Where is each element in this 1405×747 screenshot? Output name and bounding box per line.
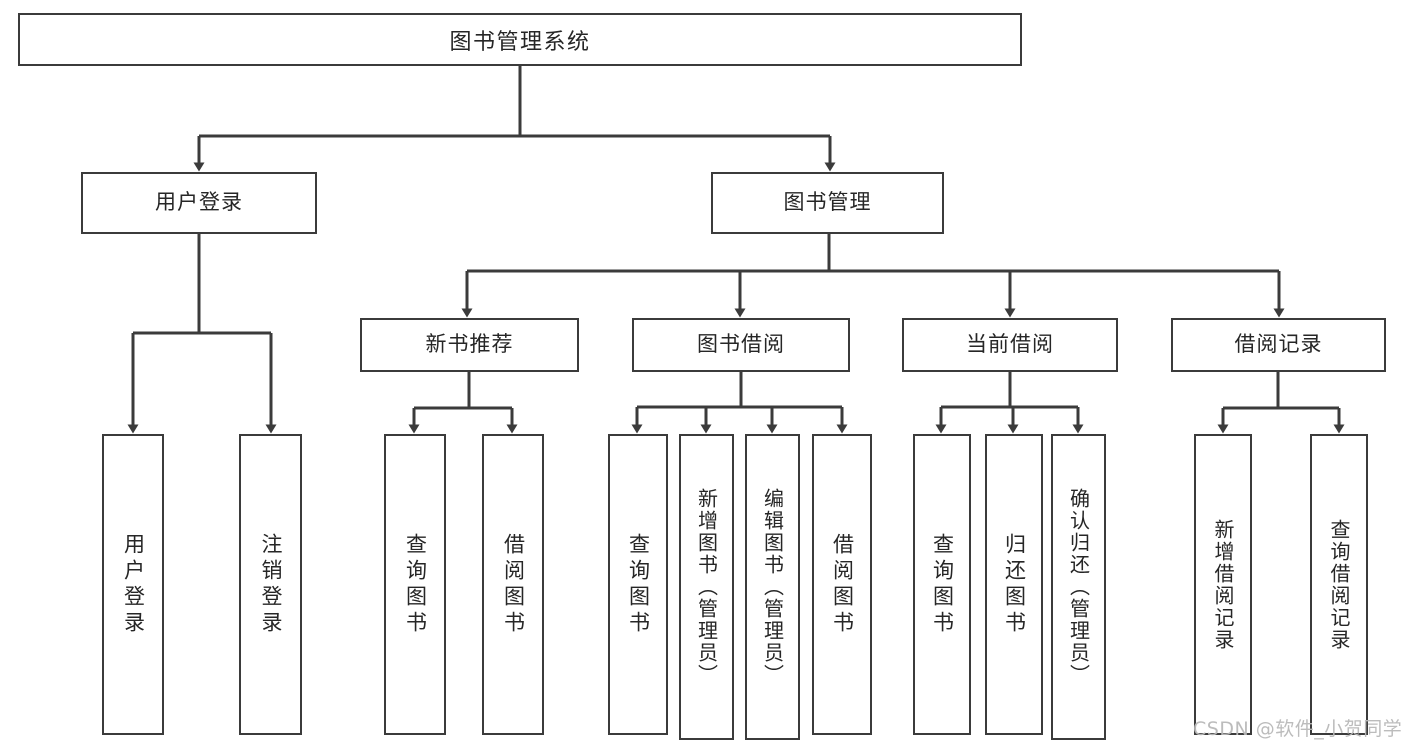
- node-leaf-borrow-book-rec[interactable]: 借阅图书: [482, 434, 544, 735]
- node-new-book-recommend-label: 新书推荐: [425, 332, 514, 357]
- node-leaf-query-book-cur[interactable]: 查询图书: [913, 434, 971, 735]
- node-leaf-query-borrow-record[interactable]: 查询借阅记录: [1310, 434, 1368, 735]
- node-leaf-user-logout[interactable]: 注销登录: [239, 434, 302, 735]
- node-leaf-user-logout-label: 注销登录: [259, 532, 283, 637]
- node-leaf-query-book-cur-label: 查询图书: [930, 532, 955, 637]
- node-leaf-return-book[interactable]: 归还图书: [985, 434, 1043, 735]
- node-current-borrow-label: 当前借阅: [966, 332, 1054, 357]
- node-leaf-add-borrow-record[interactable]: 新增借阅记录: [1194, 434, 1252, 735]
- node-leaf-edit-book-admin-label: 编辑图书（管理员）: [760, 488, 785, 686]
- node-leaf-add-book-admin-label: 新增图书（管理员）: [694, 488, 719, 686]
- node-borrow-record[interactable]: 借阅记录: [1171, 318, 1386, 372]
- node-book-manage[interactable]: 图书管理: [711, 172, 944, 234]
- node-current-borrow[interactable]: 当前借阅: [902, 318, 1118, 372]
- node-root[interactable]: 图书管理系统: [18, 13, 1022, 66]
- node-book-borrow[interactable]: 图书借阅: [632, 318, 850, 372]
- node-leaf-user-login[interactable]: 用户登录: [102, 434, 164, 735]
- node-borrow-record-label: 借阅记录: [1234, 332, 1323, 357]
- watermark-text: CSDN @软件_小贺同学: [1193, 718, 1403, 740]
- node-book-manage-label: 图书管理: [783, 190, 872, 215]
- node-user-login[interactable]: 用户登录: [81, 172, 317, 234]
- node-leaf-edit-book-admin[interactable]: 编辑图书（管理员）: [745, 434, 800, 740]
- node-leaf-query-book-bor-label: 查询图书: [626, 532, 651, 637]
- node-leaf-add-borrow-record-label: 新增借阅记录: [1211, 518, 1235, 651]
- node-user-login-label: 用户登录: [155, 190, 243, 215]
- node-leaf-user-login-label: 用户登录: [121, 532, 146, 637]
- node-leaf-query-book-rec-label: 查询图书: [403, 532, 428, 637]
- node-new-book-recommend[interactable]: 新书推荐: [360, 318, 579, 372]
- node-leaf-borrow-book-rec-label: 借阅图书: [501, 532, 526, 637]
- node-leaf-query-book-bor[interactable]: 查询图书: [608, 434, 668, 735]
- node-root-label: 图书管理系统: [449, 29, 591, 55]
- node-leaf-confirm-return-admin-label: 确认归还（管理员）: [1066, 488, 1091, 686]
- node-leaf-add-book-admin[interactable]: 新增图书（管理员）: [679, 434, 734, 740]
- node-leaf-query-book-rec[interactable]: 查询图书: [384, 434, 446, 735]
- node-leaf-borrow-book-bor-label: 借阅图书: [830, 532, 855, 637]
- node-leaf-query-borrow-record-label: 查询借阅记录: [1327, 518, 1351, 651]
- node-book-borrow-label: 图书借阅: [697, 332, 785, 357]
- node-leaf-return-book-label: 归还图书: [1002, 532, 1027, 637]
- node-leaf-confirm-return-admin[interactable]: 确认归还（管理员）: [1051, 434, 1106, 740]
- node-leaf-borrow-book-bor[interactable]: 借阅图书: [812, 434, 872, 735]
